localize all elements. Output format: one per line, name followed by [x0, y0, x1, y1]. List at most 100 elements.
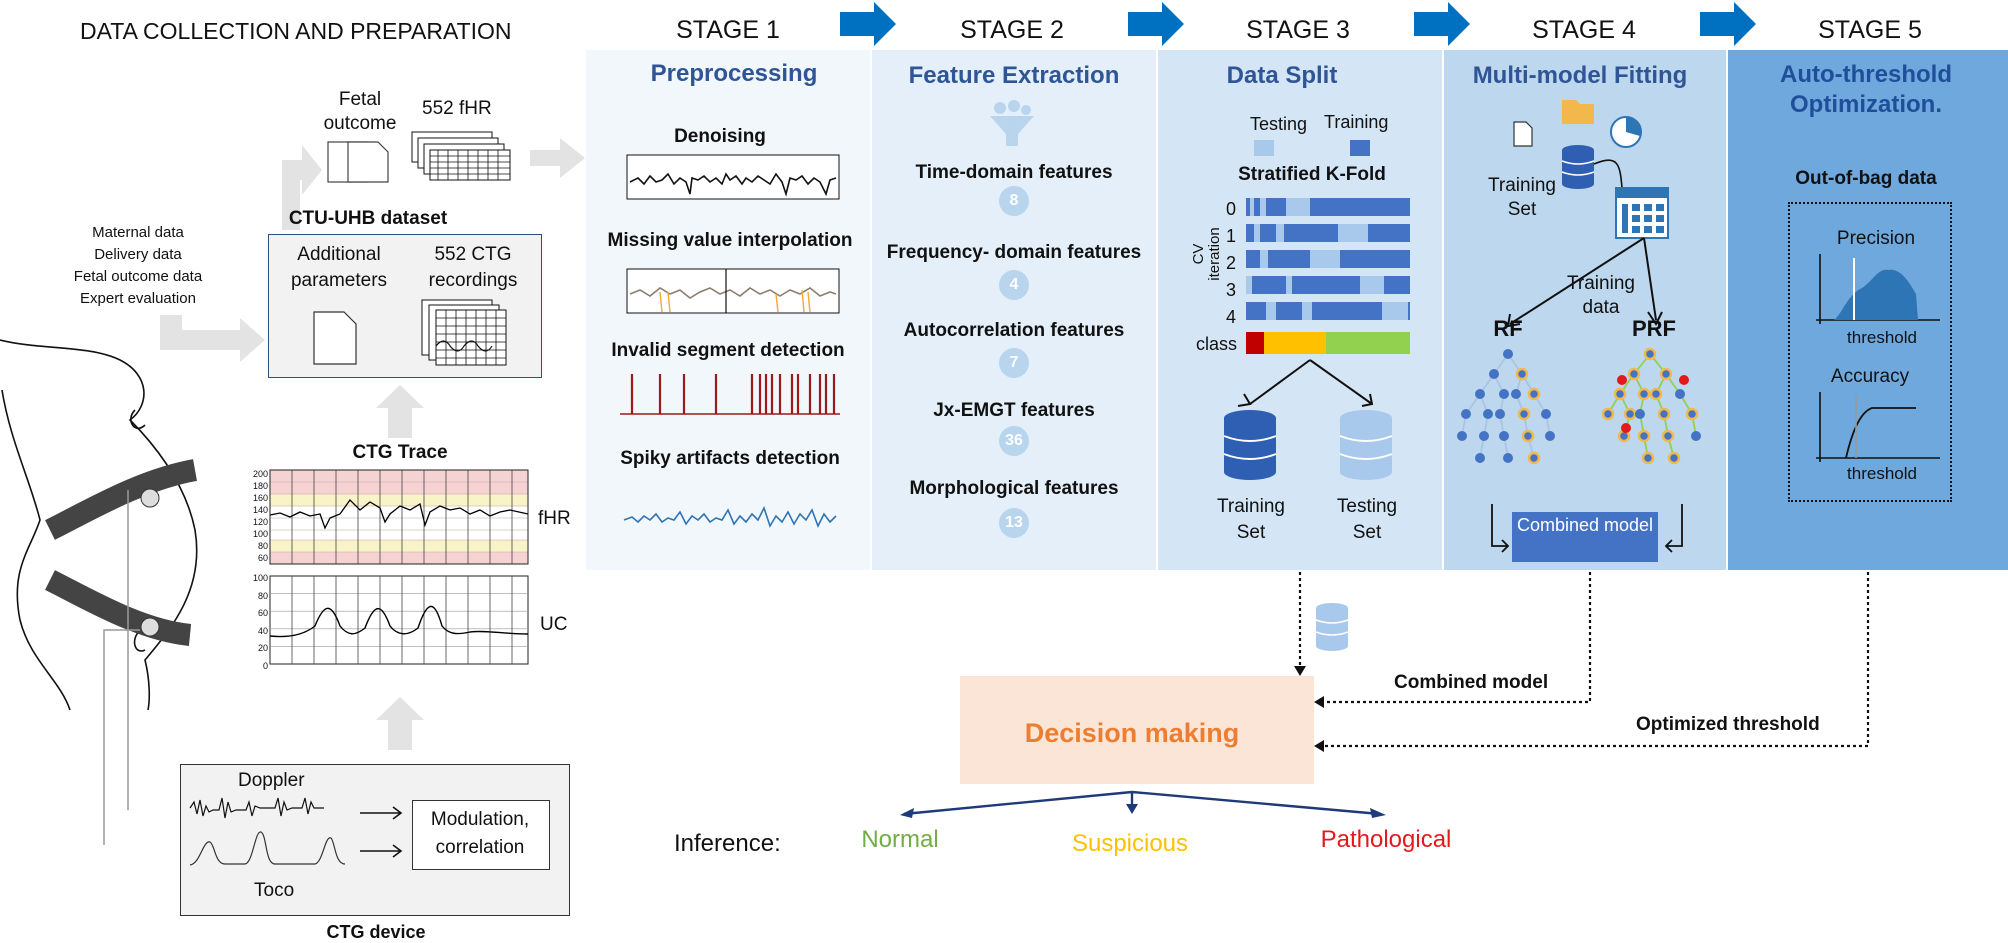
normal-label: Normal [861, 826, 939, 853]
training-data-label: Training data [1567, 273, 1635, 318]
feature-morphological: Morphological features [909, 478, 1119, 499]
combined-model-box [1512, 512, 1658, 562]
folder-icon [1562, 100, 1594, 124]
split-arrows-and-databases [1223, 359, 1393, 480]
uc-tick: 60 [257, 608, 268, 618]
dotted-connectors [1294, 572, 1870, 752]
stage-1-label: STAGE 1 [676, 16, 780, 44]
stage-arrow-icon [1700, 2, 1756, 46]
stage-4-panel [1444, 50, 1726, 570]
fhr-tick: 140 [252, 505, 268, 515]
stage-arrow-icon [1128, 2, 1184, 46]
step-denoising: Denoising [674, 126, 766, 147]
prf-label: PRF [1632, 316, 1676, 341]
uc-tick: 100 [252, 573, 268, 583]
additional-parameters-label: Additional parameters [290, 244, 388, 291]
fhr-552-label: 552 fHR [422, 98, 492, 119]
kfold-label: Stratified K-Fold [1238, 164, 1386, 185]
fhr-tick: 120 [252, 517, 268, 527]
feature-time-domain: Time-domain features [915, 162, 1113, 183]
prf-tree [1607, 353, 1697, 459]
uc-trace-chart [269, 575, 529, 665]
stage-3-label: STAGE 3 [1246, 16, 1350, 44]
step-spiky-artifacts: Spiky artifacts detection [620, 448, 840, 469]
feature-count-badge: 4 [999, 270, 1029, 300]
table-icon [1615, 187, 1669, 239]
combined-model-label: Combined model [1516, 515, 1654, 535]
kfold-bars [1246, 198, 1410, 354]
stage-arrow-icon [1414, 2, 1470, 46]
feature-count-badge: 7 [999, 348, 1029, 378]
forest-trees [1457, 347, 1701, 465]
precision-label: Precision [1836, 228, 1916, 249]
stage4-training-set-label: Training Set [1488, 175, 1556, 220]
iteration-index: 1 [1226, 226, 1237, 246]
threshold-label: threshold [1847, 464, 1917, 483]
feature-count-badge: 36 [999, 426, 1029, 456]
stage-1-title: Preprocessing [650, 60, 818, 87]
inference-arrows [900, 790, 1386, 818]
meta-list: Maternal data Delivery data Fetal outcom… [58, 222, 218, 310]
iteration-index: 0 [1226, 199, 1237, 219]
feature-count-badge: 8 [999, 186, 1029, 216]
cv-iteration-label: CV iteration [1190, 227, 1223, 281]
training-legend-label: Training [1324, 112, 1389, 132]
document-icon [313, 311, 357, 365]
modulation-label: Modulation, correlation [430, 809, 530, 858]
dataset-label: CTU-UHB dataset [288, 208, 448, 229]
spiky-artifacts-plot [623, 505, 837, 528]
stage-4-label: STAGE 4 [1532, 16, 1636, 44]
training-legend-swatch [1350, 140, 1370, 156]
left-title: DATA COLLECTION AND PREPARATION [80, 18, 512, 44]
suspicious-label: Suspicious [1071, 830, 1189, 857]
pregnant-woman-illustration [0, 339, 198, 845]
stage-2-title: Feature Extraction [908, 62, 1120, 89]
testing-set-label: Testing Set [1336, 496, 1398, 543]
fhr-tick: 180 [252, 481, 268, 491]
interpolation-plot [626, 268, 840, 314]
fetal-outcome-label: Fetal outcome [323, 89, 397, 134]
flow-arrows [360, 806, 403, 858]
uc-tick: 80 [257, 590, 268, 601]
testing-legend-swatch [1254, 140, 1274, 156]
doppler-label: Doppler [238, 770, 305, 791]
fhr-records-icon [411, 131, 511, 181]
feature-jx-emgt: Jx-EMGT features [933, 400, 1095, 421]
stage-arrow-icon [840, 2, 896, 46]
combine-arrows [1491, 504, 1683, 553]
step-invalid-segment: Invalid segment detection [611, 340, 845, 361]
iteration-index: 4 [1226, 307, 1237, 327]
invalid-segment-plot [620, 374, 840, 415]
pathological-label: Pathological [1320, 826, 1452, 853]
decision-making-box [960, 676, 1314, 784]
testing-database-icon [1339, 410, 1393, 480]
accuracy-label: Accuracy [1830, 366, 1910, 387]
stage-3-title: Data Split [1226, 62, 1338, 89]
fhr-axis-ticks: 200 180 160 140 120 100 80 60 [250, 468, 268, 564]
rf-label: RF [1493, 316, 1523, 341]
class-label: class [1196, 334, 1238, 354]
uc-tick: 40 [257, 625, 268, 636]
iteration-index: 3 [1226, 280, 1237, 300]
document-stack-icon [327, 141, 389, 183]
decision-making-label: Decision making [1024, 718, 1240, 748]
ctg-trace-label: CTG Trace [352, 442, 448, 463]
fhr-trace-chart [269, 469, 529, 565]
fhr-label: fHR [538, 508, 571, 529]
uc-axis-ticks: 100 80 60 40 20 0 [250, 570, 268, 675]
accuracy-curve [1816, 392, 1940, 462]
database-icon [1315, 603, 1349, 651]
iteration-index-list: 0 1 2 3 4 [1226, 196, 1236, 331]
rf-tree [1461, 353, 1551, 459]
inference-label: Inference: [674, 830, 781, 857]
fhr-tick: 100 [252, 529, 268, 539]
combined-model-connector-label: Combined model [1394, 672, 1549, 693]
stage-5-title: Auto-threshold Optimization. [1780, 61, 1952, 118]
toco-label: Toco [254, 880, 295, 901]
stage-4-title: Multi-model Fitting [1472, 62, 1688, 89]
fhr-tick: 200 [252, 469, 268, 479]
ctg-recordings-label: 552 CTG recordings [428, 244, 518, 291]
database-icon [1561, 145, 1595, 189]
uc-label: UC [540, 614, 568, 635]
fhr-tick: 60 [257, 553, 268, 563]
